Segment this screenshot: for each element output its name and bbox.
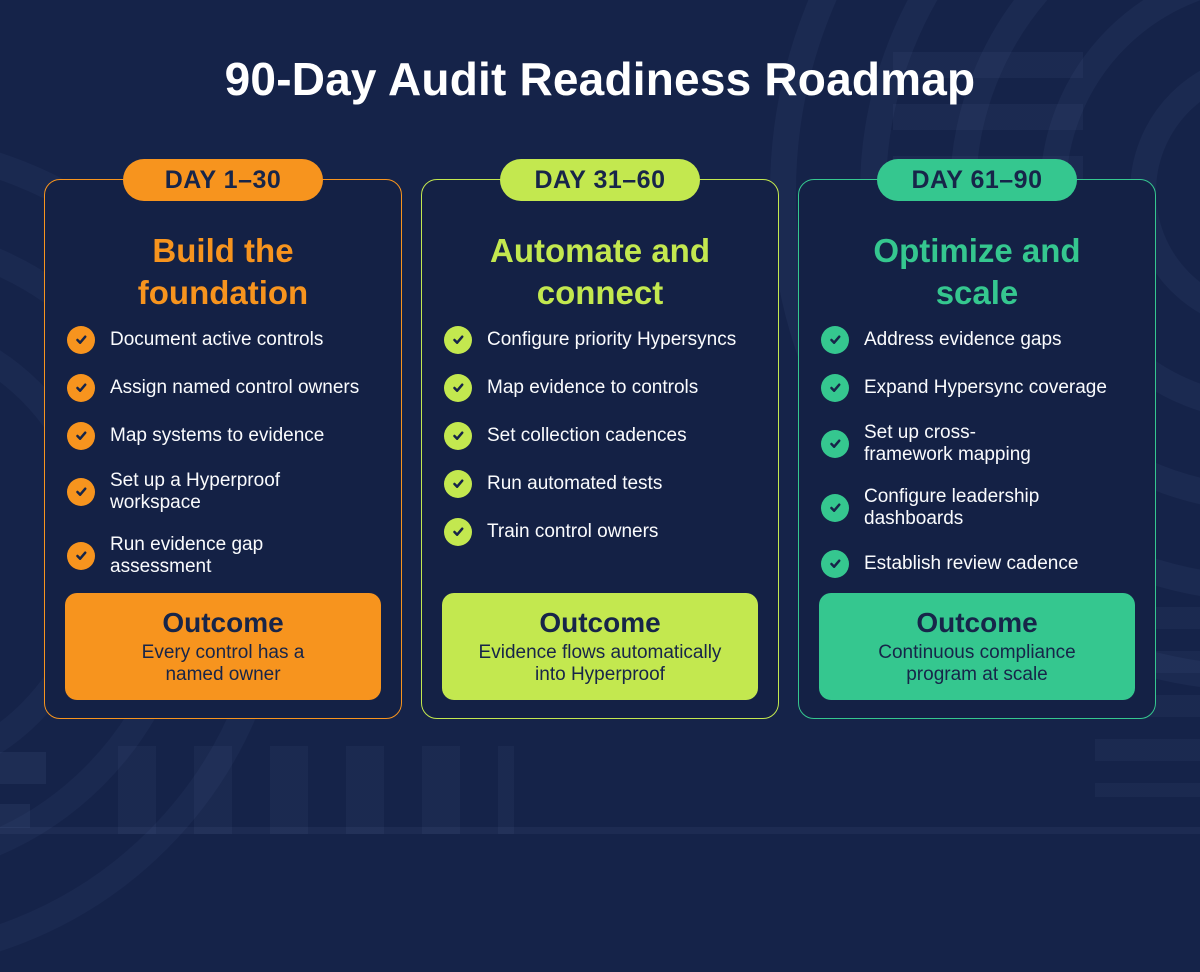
check-icon bbox=[444, 325, 472, 354]
outcome-text: Evidence flows automatically into Hyperp… bbox=[478, 641, 722, 685]
checklist-item: Configure priority Hypersyncs bbox=[444, 325, 758, 354]
check-icon bbox=[821, 549, 849, 578]
outcome-text: Continuous compliance program at scale bbox=[878, 641, 1076, 685]
check-icon bbox=[67, 373, 95, 402]
outcome-box: Outcome Evidence flows automatically int… bbox=[442, 592, 758, 700]
checklist-item-label: Map systems to evidence bbox=[110, 424, 325, 446]
outcome-label: Outcome bbox=[539, 606, 661, 638]
check-icon bbox=[821, 429, 849, 458]
background-square bbox=[0, 804, 30, 828]
phase-badge: DAY 31–60 bbox=[500, 159, 700, 201]
checklist-item-label: Set up cross- framework mapping bbox=[864, 421, 1031, 465]
checklist-item: Address evidence gaps bbox=[821, 325, 1135, 354]
check-icon bbox=[444, 373, 472, 402]
phase-badge: DAY 61–90 bbox=[877, 159, 1077, 201]
check-icon bbox=[67, 421, 95, 450]
checklist-item-label: Run evidence gap assessment bbox=[110, 533, 264, 577]
page-title: 90-Day Audit Readiness Roadmap bbox=[224, 53, 976, 105]
check-icon bbox=[821, 373, 849, 402]
check-icon bbox=[444, 517, 472, 546]
background-stripes-vertical bbox=[118, 746, 514, 834]
checklist-item: Expand Hypersync coverage bbox=[821, 373, 1135, 402]
background-square bbox=[0, 752, 46, 784]
check-icon bbox=[67, 477, 95, 506]
checklist-item: Assign named control owners bbox=[67, 373, 381, 402]
phase-title: Automate and connect bbox=[489, 232, 710, 311]
checklist-item-label: Set collection cadences bbox=[487, 424, 687, 446]
check-icon bbox=[821, 325, 849, 354]
checklist-item: Document active controls bbox=[67, 325, 381, 354]
check-icon bbox=[821, 493, 849, 522]
outcome-label: Outcome bbox=[162, 606, 284, 638]
checklist-item-label: Set up a Hyperproof workspace bbox=[110, 469, 281, 513]
check-icon bbox=[444, 421, 472, 450]
checklist-item: Configure leadership dashboards bbox=[821, 486, 1135, 530]
checklist-item: Train control owners bbox=[444, 517, 758, 546]
checklist-item-label: Map evidence to controls bbox=[487, 376, 699, 398]
outcome-label: Outcome bbox=[916, 606, 1038, 638]
phase-card-day-1-30: DAY 1–30 Build the foundation Document a… bbox=[44, 159, 402, 719]
phase-badge: DAY 1–30 bbox=[123, 159, 323, 201]
checklist-item: Run evidence gap assessment bbox=[67, 534, 381, 578]
outcome-text: Every control has a named owner bbox=[141, 641, 305, 685]
checklist-item: Run automated tests bbox=[444, 469, 758, 498]
checklist-item-label: Address evidence gaps bbox=[864, 328, 1062, 350]
phase-title: Optimize and scale bbox=[873, 232, 1081, 311]
check-icon bbox=[444, 469, 472, 498]
outcome-box: Outcome Continuous compliance program at… bbox=[819, 592, 1135, 700]
outcome-box: Outcome Every control has a named owner bbox=[65, 592, 381, 700]
checklist-item-label: Configure priority Hypersyncs bbox=[487, 328, 737, 350]
checklist-item-label: Configure leadership dashboards bbox=[864, 485, 1040, 529]
checklist-item: Set up a Hyperproof workspace bbox=[67, 470, 381, 514]
phase-card-day-31-60: DAY 31–60 Automate and connect Configure… bbox=[421, 159, 779, 719]
checklist-item: Establish review cadence bbox=[821, 549, 1135, 578]
checklist-item: Map systems to evidence bbox=[67, 421, 381, 450]
checklist-item-label: Expand Hypersync coverage bbox=[864, 376, 1107, 398]
checklist-item-label: Document active controls bbox=[110, 328, 324, 350]
phase-title: Build the foundation bbox=[137, 232, 309, 311]
background-bottom-strip bbox=[0, 827, 1200, 834]
checklist-item-label: Establish review cadence bbox=[864, 552, 1079, 574]
check-icon bbox=[67, 541, 95, 570]
check-icon bbox=[67, 325, 95, 354]
checklist-item-label: Train control owners bbox=[487, 520, 659, 542]
roadmap-columns: DAY 1–30 Build the foundation Document a… bbox=[0, 159, 1200, 719]
phase-card-day-61-90: DAY 61–90 Optimize and scale Address evi… bbox=[798, 159, 1156, 719]
checklist-item: Set collection cadences bbox=[444, 421, 758, 450]
checklist-item-label: Assign named control owners bbox=[110, 376, 360, 398]
checklist-item: Map evidence to controls bbox=[444, 373, 758, 402]
checklist-item-label: Run automated tests bbox=[487, 472, 663, 494]
checklist-item: Set up cross- framework mapping bbox=[821, 422, 1135, 466]
